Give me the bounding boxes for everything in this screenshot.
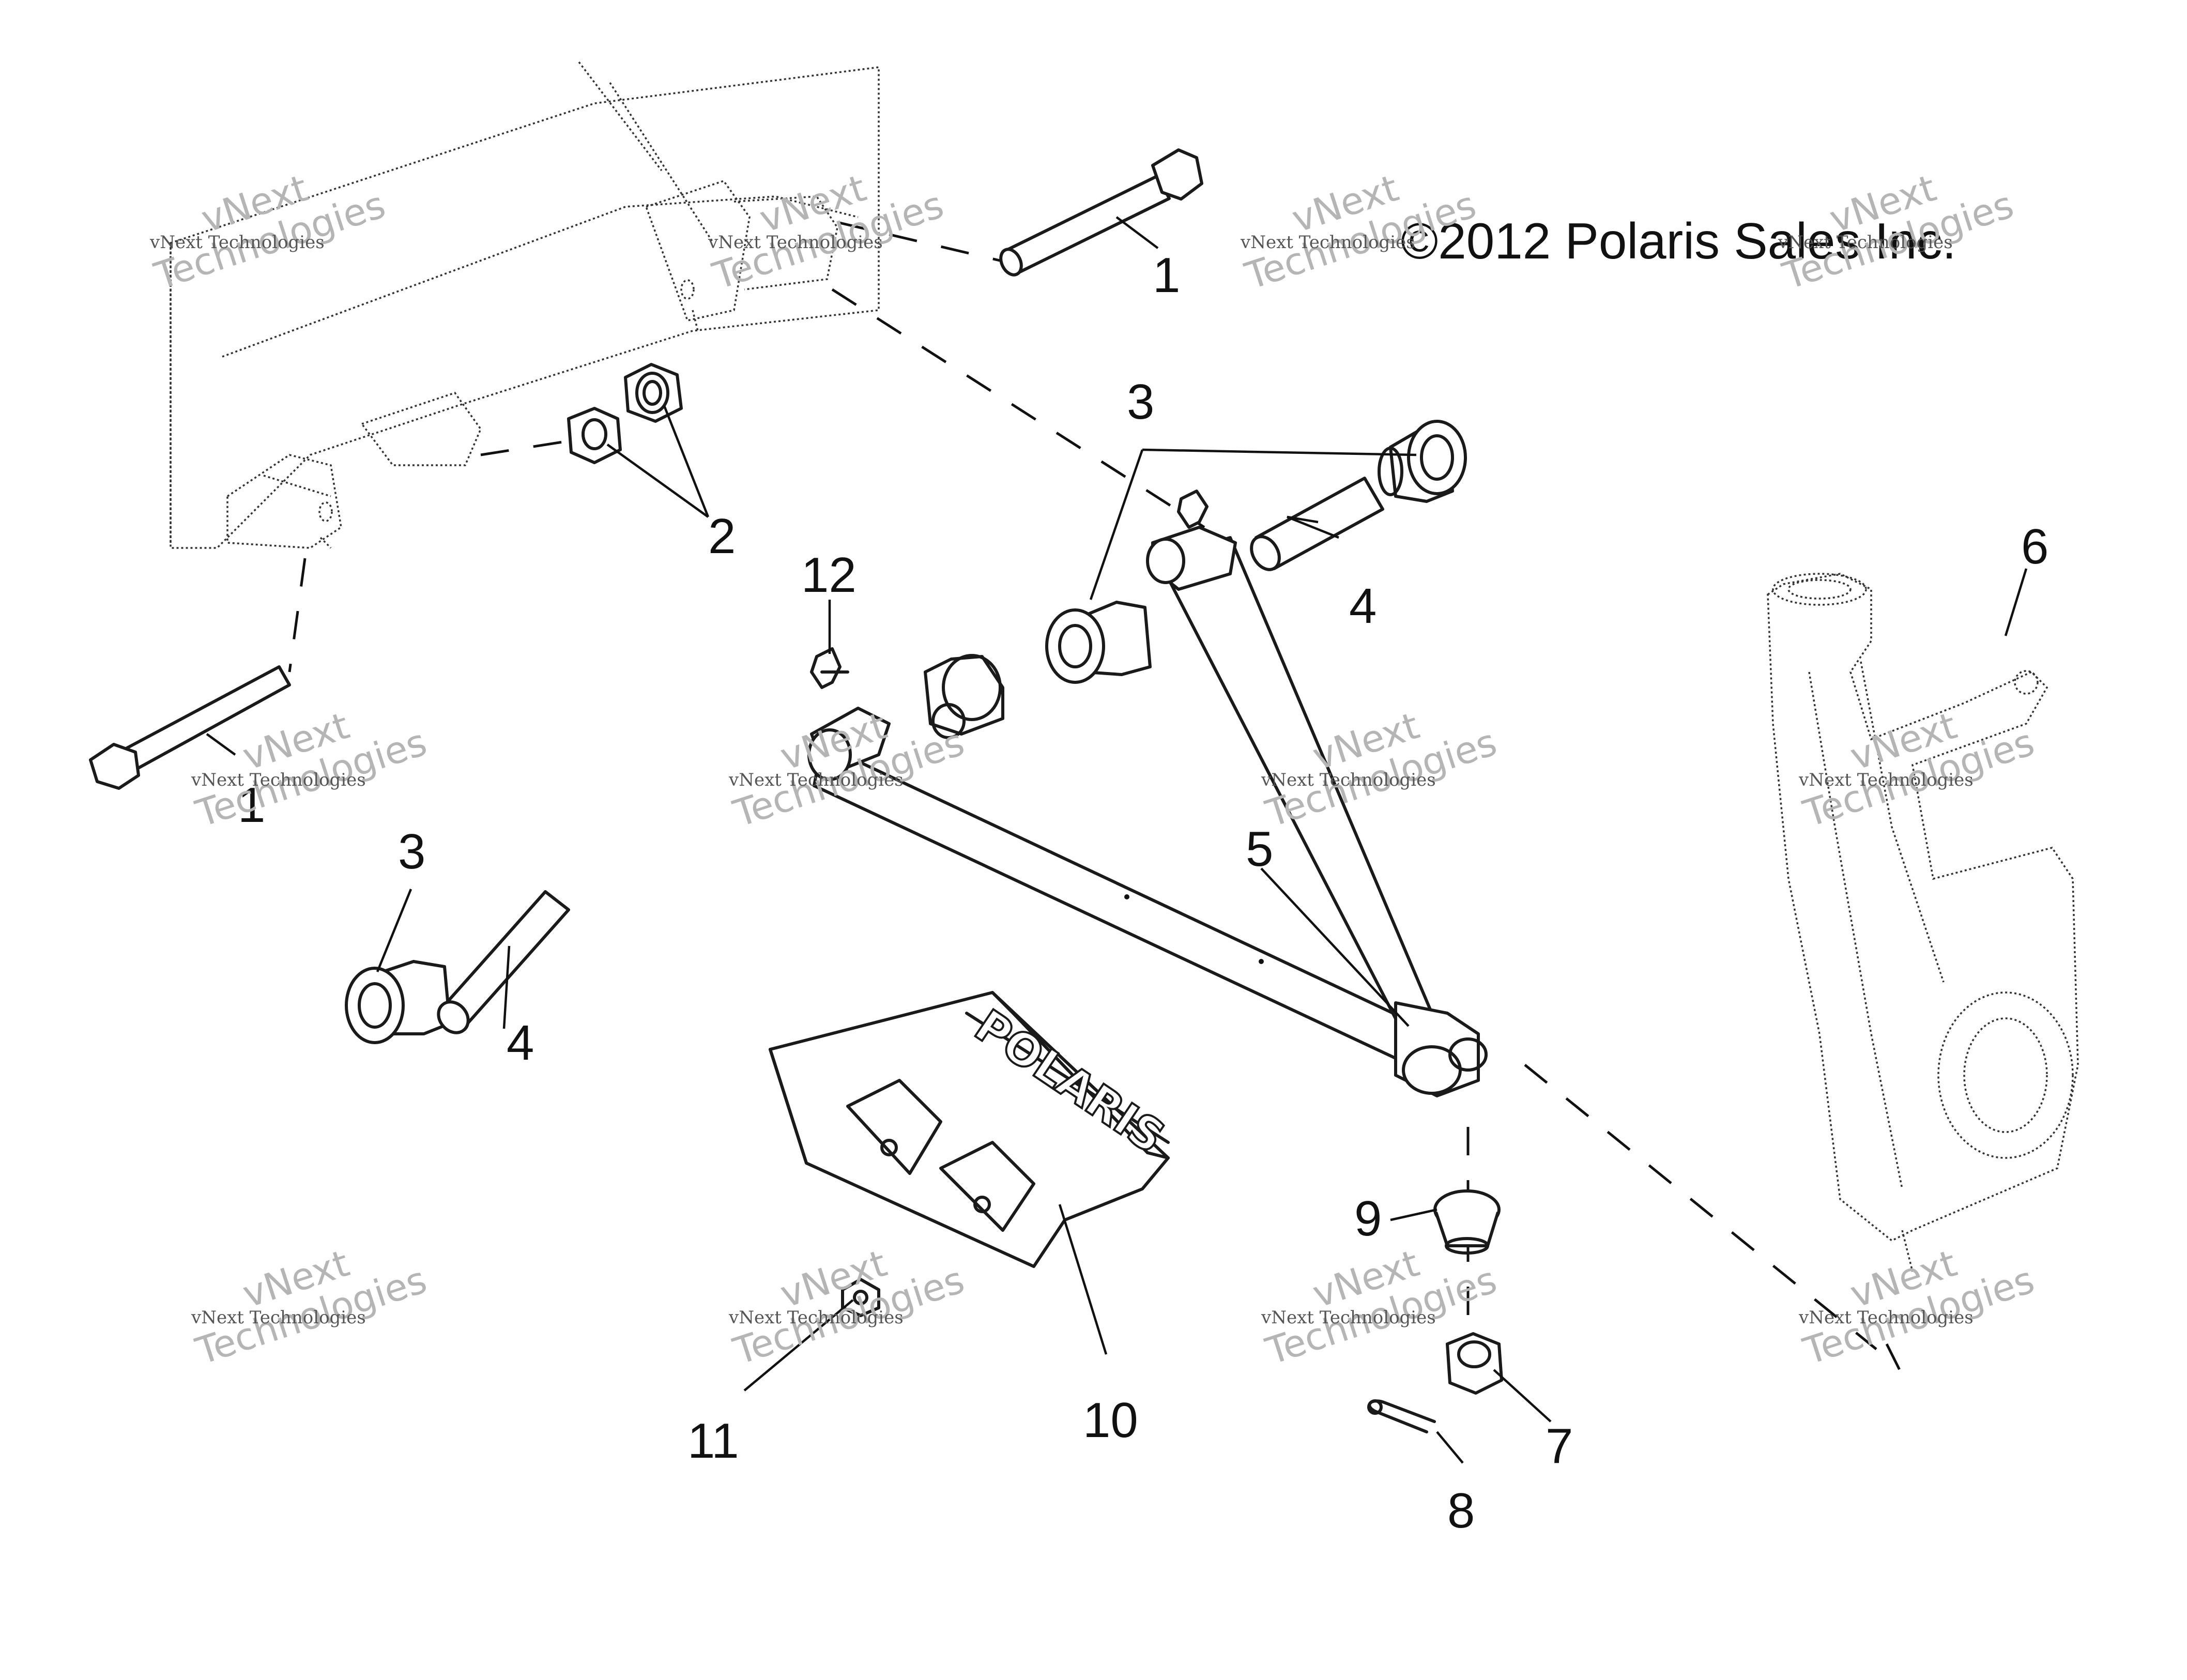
nut-left	[567, 407, 622, 464]
steering-knuckle	[1767, 573, 2079, 1272]
callout-3-left: 3	[398, 824, 425, 879]
skid-plate: POLARIS	[769, 991, 1174, 1268]
callout-4-left: 4	[507, 1015, 534, 1071]
a-arm	[807, 526, 1488, 1097]
callout-11: 11	[687, 1413, 739, 1469]
callout-7: 7	[1546, 1418, 1573, 1474]
callout-4-right: 4	[1349, 578, 1377, 634]
bolt-lower	[89, 665, 291, 790]
assembly-lines	[288, 221, 1909, 1386]
svg-text:vNext Technologies: vNext Technologies	[708, 232, 883, 253]
bushing-upper-right	[1378, 420, 1467, 503]
callout-6: 6	[2021, 519, 2048, 574]
callout-12: 12	[801, 547, 857, 603]
callout-3-upper: 3	[1127, 374, 1154, 430]
svg-text:vNext Technologies: vNext Technologies	[1261, 770, 1436, 790]
watermark: vNext Technologies vNext Technologies	[1777, 166, 2018, 298]
svg-text:vNext Technologies: vNext Technologies	[1778, 232, 1953, 253]
svg-text:vNext Technologies: vNext Technologies	[191, 1307, 366, 1328]
nut-right	[624, 363, 683, 423]
bolt-upper	[999, 148, 1203, 277]
bushing-left	[345, 960, 451, 1044]
callout-1-lower: 1	[238, 777, 265, 833]
grease-fitting-right	[1177, 490, 1209, 529]
callout-10: 10	[1083, 1393, 1138, 1448]
callout-5: 5	[1246, 821, 1273, 877]
sleeve-left	[437, 890, 570, 1034]
bushing-center	[1045, 601, 1152, 684]
watermark: vNext Technologies vNext Technologies	[1798, 1241, 2039, 1373]
watermark: vNext Technologies vNext Technologies	[1798, 704, 2039, 835]
bushing-middle	[924, 654, 1004, 739]
callout-1-upper: 1	[1153, 248, 1180, 303]
watermark: vNext Technologies vNext Technologies	[1240, 166, 1481, 298]
castle-nut	[1446, 1332, 1503, 1395]
svg-text:vNext Technologies: vNext Technologies	[1798, 1307, 1974, 1328]
leader-lines	[206, 216, 2028, 1464]
screw	[841, 1278, 880, 1317]
svg-text:vNext Technologies: vNext Technologies	[1261, 1307, 1436, 1328]
watermark: vNext Technologies vNext Technologies	[707, 166, 949, 298]
callout-8: 8	[1447, 1483, 1475, 1538]
cotter-pin	[1367, 1399, 1436, 1433]
svg-text:vNext Technologies: vNext Technologies	[149, 232, 325, 253]
watermark: vNext Technologies vNext Technologies	[728, 1241, 969, 1373]
grease-fitting-left	[810, 647, 849, 689]
svg-text:vNext Technologies: vNext Technologies	[1798, 770, 1974, 790]
svg-text:vNext Technologies: vNext Technologies	[728, 1307, 904, 1328]
watermark: vNext Technologies vNext Technologies	[190, 1241, 432, 1373]
callout-numbers: 1 1 2 3 3 4 4 5 6 7 8 9 10 11 12	[238, 248, 2048, 1538]
vehicle-frame	[170, 61, 880, 549]
callout-2: 2	[708, 509, 736, 564]
watermark: vNext Technologies vNext Technologies	[149, 166, 390, 298]
svg-text:vNext Technologies: vNext Technologies	[728, 770, 904, 790]
sleeve-right	[1250, 477, 1384, 571]
callout-9: 9	[1354, 1191, 1382, 1246]
svg-text:vNext Technologies: vNext Technologies	[191, 770, 366, 790]
copyright-notice: ©2012 Polaris Sales Inc.	[1401, 212, 1956, 269]
ball-joint-boot	[1433, 1189, 1501, 1255]
watermark: vNext Technologies vNext Technologies	[190, 704, 432, 835]
svg-text:vNext Technologies: vNext Technologies	[1240, 232, 1415, 253]
